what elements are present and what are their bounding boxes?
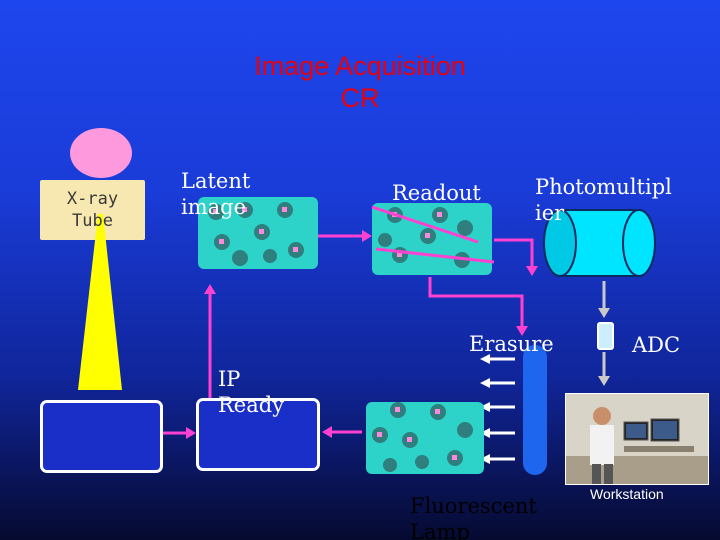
lamp-light-arrows	[480, 354, 515, 464]
ip-ready-box	[196, 398, 320, 471]
page-title: Image Acquisition CR	[0, 50, 720, 114]
workstation-photo	[565, 393, 709, 485]
ip-ready-label: IP Ready	[218, 367, 285, 417]
adc-box	[597, 322, 614, 350]
readout-label: Readout	[392, 181, 481, 205]
arrow-readout-to-erasure	[428, 277, 524, 328]
laser-scan-line-2	[375, 247, 495, 264]
photomultiplier-end-right	[622, 209, 656, 277]
latent-image-traps	[213, 207, 298, 252]
adc-label: ADC	[632, 333, 681, 357]
cassette-box	[40, 400, 163, 473]
workstation-label: Workstation	[590, 486, 664, 502]
laser-scan-line-1	[371, 205, 479, 244]
photomultiplier-end-left	[543, 209, 577, 277]
xray-tube-box	[40, 180, 145, 240]
title-line-1: Image Acquisition	[254, 51, 466, 81]
arrow-readout-to-pmt	[494, 238, 534, 268]
xray-tube-head	[70, 128, 132, 178]
photomultiplier-label: Photomultipl ier	[535, 175, 672, 225]
fluorescent-lamp-label: Fluorescent Lamp	[410, 494, 537, 540]
xray-beam	[78, 214, 122, 390]
erasure-label: Erasure	[469, 332, 554, 356]
workstation-scene	[566, 394, 708, 484]
xray-tube-label: X-ray Tube	[66, 189, 119, 231]
latent-image-label: Latent image	[181, 169, 251, 219]
title-line-2: CR	[340, 83, 380, 113]
fluorescent-lamp-tube	[523, 345, 547, 475]
erased-traps	[377, 407, 457, 460]
